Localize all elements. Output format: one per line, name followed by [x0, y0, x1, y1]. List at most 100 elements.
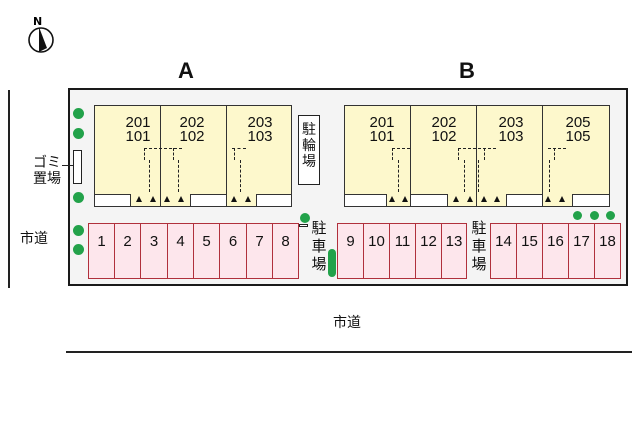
parking-slot-15[interactable]: 15	[516, 223, 543, 279]
building-a-label: A	[178, 58, 194, 83]
bicycle-parking: 駐輪場	[298, 115, 320, 185]
parking-slot-8[interactable]: 8	[272, 223, 299, 279]
unit-upper-number: 205	[565, 114, 591, 131]
north-compass-icon: N	[24, 14, 58, 56]
hedge-icon	[328, 249, 336, 277]
porch	[344, 194, 387, 207]
porch	[506, 194, 543, 207]
stair-path	[144, 148, 182, 149]
parking-slot-4[interactable]: 4	[167, 223, 194, 279]
tree-icon	[606, 211, 615, 220]
entrance-marker-icon	[481, 196, 487, 202]
compass-label: N	[33, 15, 42, 28]
stair-path	[392, 148, 393, 160]
south-road-label: 市道	[333, 315, 361, 331]
unit-lower-number: 105	[565, 128, 591, 145]
parking-slot-9[interactable]: 9	[337, 223, 364, 279]
stair-path	[478, 160, 479, 192]
building-a: 201 101 202 102 203 103	[94, 105, 292, 207]
tree-icon	[73, 244, 84, 255]
parking-area-label: 駐車場	[311, 219, 327, 273]
garbage-label-line1: ゴミ	[33, 155, 61, 171]
porch	[410, 194, 448, 207]
parking-area-label: 駐車場	[471, 219, 487, 273]
stair-path	[484, 148, 485, 160]
parking-slot-10[interactable]: 10	[363, 223, 390, 279]
stair-path	[144, 148, 145, 160]
unit-lower-number: 102	[431, 128, 457, 145]
unit-upper-number: 203	[247, 114, 273, 131]
entrance-marker-icon	[389, 196, 395, 202]
entrance-marker-icon	[136, 196, 142, 202]
west-road-line	[8, 90, 10, 288]
unit-upper-number: 201	[125, 114, 151, 131]
unit-a-201-101[interactable]: 201 101	[94, 105, 161, 207]
unit-lower-number: 101	[125, 128, 151, 145]
stair-path	[232, 148, 246, 149]
garbage-area-label: ゴミ 置場	[30, 155, 64, 187]
stair-path	[240, 160, 241, 192]
porch	[256, 194, 292, 207]
unit-b-202-102[interactable]: 202 102	[410, 105, 477, 207]
parking-slot-11[interactable]: 11	[389, 223, 416, 279]
unit-a-202-102[interactable]: 202 102	[160, 105, 227, 207]
tree-icon	[73, 128, 84, 139]
parking-slot-16[interactable]: 16	[542, 223, 569, 279]
parking-slot-5[interactable]: 5	[193, 223, 220, 279]
bicycle-parking-label: 駐輪場	[302, 122, 316, 170]
unit-upper-number: 202	[431, 114, 457, 131]
tree-icon	[73, 225, 84, 236]
parking-slot-1[interactable]: 1	[88, 223, 115, 279]
garbage-station	[73, 150, 82, 184]
entrance-marker-icon	[494, 196, 500, 202]
tree-icon	[590, 211, 599, 220]
sign-post	[299, 224, 308, 227]
parking-slot-6[interactable]: 6	[219, 223, 247, 279]
west-road-label: 市道	[20, 231, 48, 247]
parking-slot-14[interactable]: 14	[490, 223, 517, 279]
unit-a-203-103[interactable]: 203 103	[226, 105, 292, 207]
parking-slot-7[interactable]: 7	[246, 223, 273, 279]
parking-slot-13[interactable]: 13	[441, 223, 467, 279]
stair-path	[548, 148, 566, 149]
unit-b-201-101[interactable]: 201 101	[344, 105, 411, 207]
tree-icon	[73, 108, 84, 119]
unit-lower-number: 103	[498, 128, 524, 145]
stair-path	[173, 148, 174, 160]
unit-upper-number: 201	[369, 114, 395, 131]
stair-path	[549, 160, 550, 192]
parking-slot-3[interactable]: 3	[140, 223, 168, 279]
building-b-label: B	[459, 58, 475, 83]
unit-b-205-105[interactable]: 205 105	[542, 105, 610, 207]
entrance-marker-icon	[545, 196, 551, 202]
building-b: 201 101 202 102 203 103 205 105	[344, 105, 610, 207]
unit-lower-number: 101	[369, 128, 395, 145]
unit-upper-number: 202	[179, 114, 205, 131]
parking-slot-18[interactable]: 18	[594, 223, 621, 279]
stair-path	[554, 148, 555, 160]
unit-upper-number: 203	[498, 114, 524, 131]
porch	[190, 194, 227, 207]
unit-b-203-103[interactable]: 203 103	[476, 105, 543, 207]
parking-slot-12[interactable]: 12	[415, 223, 442, 279]
stair-path	[178, 160, 179, 192]
tree-icon	[573, 211, 582, 220]
parking-slot-2[interactable]: 2	[114, 223, 141, 279]
unit-lower-number: 102	[179, 128, 205, 145]
tree-icon	[73, 192, 84, 203]
entrance-marker-icon	[467, 196, 473, 202]
garbage-leader-line	[62, 165, 74, 166]
stair-path	[149, 160, 150, 192]
south-road-line	[66, 351, 632, 353]
entrance-marker-icon	[402, 196, 408, 202]
stair-path	[464, 160, 465, 192]
entrance-marker-icon	[164, 196, 170, 202]
entrance-marker-icon	[559, 196, 565, 202]
garbage-label-line2: 置場	[33, 171, 61, 187]
entrance-marker-icon	[231, 196, 237, 202]
stair-path	[392, 148, 410, 149]
parking-slot-17[interactable]: 17	[568, 223, 595, 279]
entrance-marker-icon	[150, 196, 156, 202]
stair-path	[234, 148, 235, 160]
stair-path	[458, 148, 459, 160]
